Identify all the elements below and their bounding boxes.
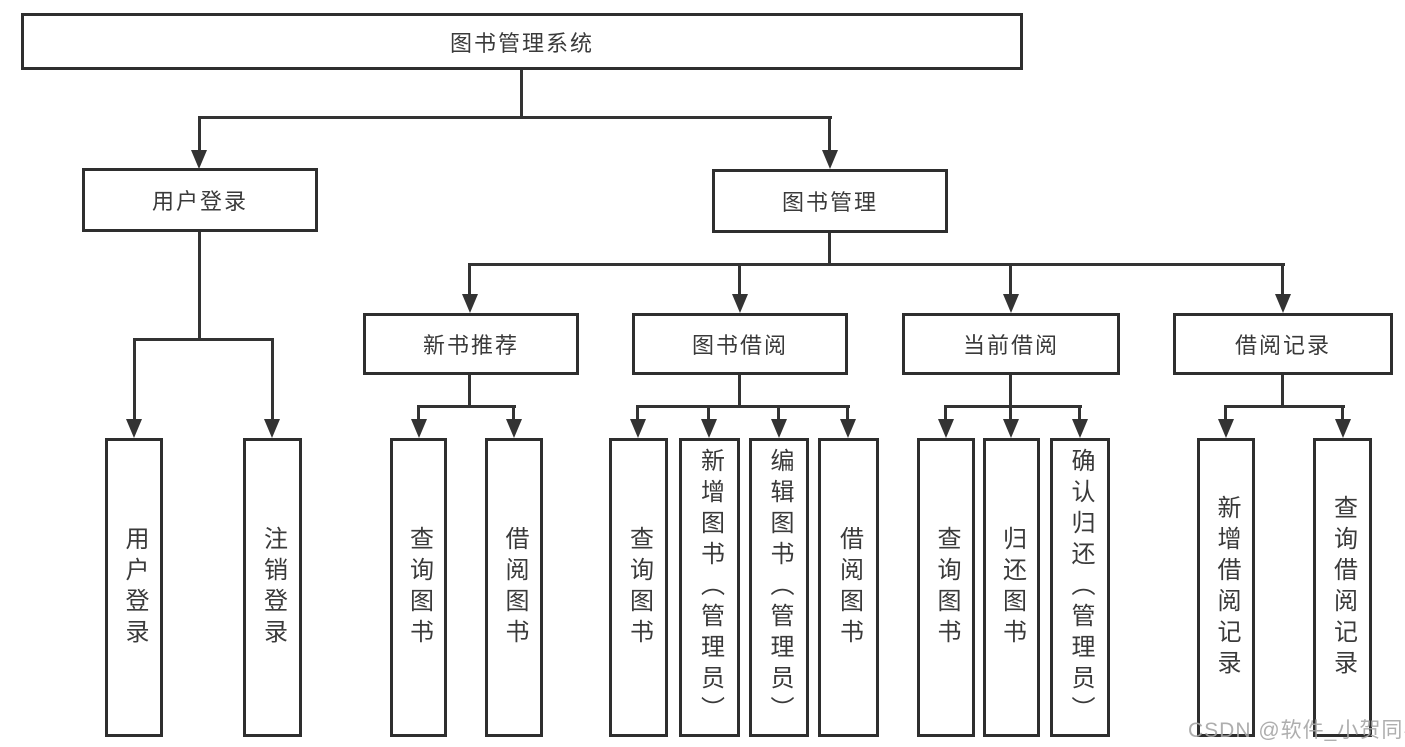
arrowhead-br-add (1218, 419, 1234, 438)
arrowhead-br-query (1335, 419, 1351, 438)
leaf-bb-add-books-admin: 新增图书（管理员） (679, 438, 740, 737)
arrowhead-leaf-user-login (126, 419, 142, 438)
leaf-bb-borrow-books: 借阅图书 (818, 438, 879, 737)
leaf-logout: 注销登录 (243, 438, 302, 737)
connector-bb-horizontal (636, 405, 850, 408)
leaf-cb-query-books: 查询图书 (917, 438, 975, 737)
arrowhead-bb-borrow (840, 419, 856, 438)
connector-user-login-horizontal (133, 338, 274, 341)
connector-bb-stem (738, 375, 741, 408)
leaf-nbr-borrow-books: 借阅图书 (485, 438, 543, 737)
connector-to-nbr-borrow (512, 405, 515, 419)
leaf-br-query-record: 查询借阅记录 (1313, 438, 1372, 737)
connector-root-stem (520, 70, 523, 118)
node-book-borrow: 图书借阅 (632, 313, 848, 375)
arrowhead-current-borrow (1003, 294, 1019, 313)
arrowhead-bb-query (630, 419, 646, 438)
watermark: CSDN @软件_小贺同学 (1188, 719, 1405, 742)
connector-cb-stem (1009, 375, 1012, 408)
arrowhead-cb-return (1003, 419, 1019, 438)
arrowhead-leaf-logout (264, 419, 280, 438)
arrowhead-new-book-rec (462, 294, 478, 313)
leaf-cb-return-books: 归还图书 (983, 438, 1040, 737)
leaf-br-add-record: 新增借阅记录 (1197, 438, 1255, 737)
connector-to-leaf-logout (271, 338, 274, 419)
leaf-cb-confirm-return-admin: 确认归还（管理员） (1050, 438, 1110, 737)
leaf-bb-query-books: 查询图书 (609, 438, 668, 737)
arrowhead-book-borrow (732, 294, 748, 313)
connector-to-br-query (1341, 405, 1344, 419)
connector-nbr-stem (468, 375, 471, 408)
connector-nbr-horizontal (417, 405, 516, 408)
arrowhead-cb-query (938, 419, 954, 438)
connector-to-bb-query (636, 405, 639, 419)
connector-to-bb-edit (777, 405, 780, 419)
node-user-login: 用户登录 (82, 168, 318, 232)
connector-to-cb-query (944, 405, 947, 419)
node-new-book-rec: 新书推荐 (363, 313, 579, 375)
connector-to-leaf-user-login (133, 338, 136, 419)
leaf-nbr-query-books: 查询图书 (390, 438, 447, 737)
node-current-borrow: 当前借阅 (902, 313, 1120, 375)
arrowhead-bb-add (701, 419, 717, 438)
connector-to-borrow-records (1281, 263, 1284, 295)
connector-to-bb-add (707, 405, 710, 419)
connector-user-login-stem (198, 232, 201, 340)
connector-to-new-book-rec (468, 263, 471, 295)
connector-to-book-mgmt (828, 116, 831, 150)
arrowhead-nbr-query (411, 419, 427, 438)
leaf-user-login: 用户登录 (105, 438, 163, 737)
connector-to-br-add (1224, 405, 1227, 419)
arrowhead-book-mgmt (822, 150, 838, 169)
arrowhead-cb-confirm (1072, 419, 1088, 438)
connector-to-cb-return (1009, 405, 1012, 419)
connector-cb-horizontal (944, 405, 1082, 408)
connector-to-book-borrow (738, 263, 741, 295)
connector-to-bb-borrow (846, 405, 849, 419)
connector-to-user-login (198, 116, 201, 150)
node-book-mgmt: 图书管理 (712, 169, 948, 233)
connector-level1-horizontal (198, 116, 832, 119)
connector-br-stem (1281, 375, 1284, 408)
arrowhead-bb-edit (771, 419, 787, 438)
node-root: 图书管理系统 (21, 13, 1023, 70)
connector-to-current-borrow (1009, 263, 1012, 295)
arrowhead-borrow-records (1275, 294, 1291, 313)
connector-to-cb-confirm (1078, 405, 1081, 419)
connector-book-mgmt-stem (828, 233, 831, 265)
leaf-bb-edit-books-admin: 编辑图书（管理员） (749, 438, 809, 737)
arrowhead-user-login (191, 150, 207, 169)
node-borrow-records: 借阅记录 (1173, 313, 1393, 375)
connector-level3-horizontal (469, 263, 1285, 266)
connector-to-nbr-query (417, 405, 420, 419)
connector-br-horizontal (1224, 405, 1345, 408)
arrowhead-nbr-borrow (506, 419, 522, 438)
